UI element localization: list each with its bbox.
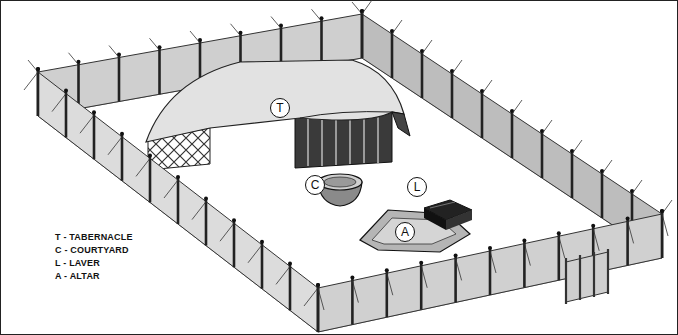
legend-entry: T - TABERNACLE (54, 232, 134, 242)
callout-circle: L (407, 177, 427, 197)
callout-letter: L (414, 181, 421, 193)
callout-circle: A (395, 222, 415, 242)
fence-wall (38, 72, 318, 332)
gate-screen (566, 249, 608, 304)
fence-posts (24, 67, 668, 332)
callout-circle: T (270, 98, 290, 118)
callout-letter: T (276, 102, 283, 114)
callout-letter: A (401, 226, 409, 238)
legend-entry: L - LAVER (54, 258, 101, 268)
legend-entry: A - ALTAR (54, 271, 101, 281)
fence-wall (318, 214, 662, 332)
fence-posts (28, 0, 672, 258)
altar (360, 200, 472, 252)
laver-basin (318, 174, 362, 206)
callout-letter: C (311, 179, 320, 191)
tabernacle-tent (146, 60, 410, 170)
fence-wall (362, 14, 662, 258)
legend-entry: C - COURTYARD (54, 245, 130, 255)
callout-circle: C (305, 175, 325, 195)
